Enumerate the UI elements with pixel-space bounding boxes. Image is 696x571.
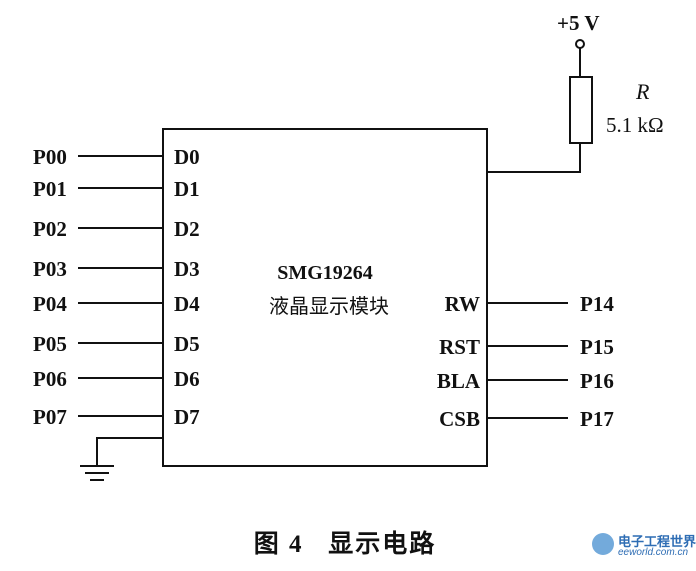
pin-label: D1 <box>174 177 200 201</box>
module-description: 液晶显示模块 <box>269 295 389 318</box>
port-label: P03 <box>33 257 67 281</box>
figure-caption: 图 4 显示电路 <box>254 530 437 558</box>
pin-label: D5 <box>174 332 200 356</box>
port-label: P06 <box>33 367 67 391</box>
port-label: P02 <box>33 217 67 241</box>
pin-label: D2 <box>174 217 200 241</box>
pin-label: RST <box>439 335 480 359</box>
watermark-brand: 电子工程世界 <box>618 534 696 549</box>
watermark-site: eeworld.com.cn <box>618 547 689 558</box>
resistor-name: R <box>635 79 650 104</box>
wire-ground <box>96 437 163 466</box>
pin-label: D4 <box>174 292 200 316</box>
port-label: P05 <box>33 332 67 356</box>
port-label: P16 <box>580 369 614 393</box>
port-label: P00 <box>33 145 67 169</box>
port-label: P14 <box>580 292 614 316</box>
pin-label: D7 <box>174 405 200 429</box>
vcc-terminal <box>575 39 585 49</box>
module-part-number: SMG19264 <box>277 262 373 284</box>
pin-label: D3 <box>174 257 200 281</box>
port-label: P07 <box>33 405 67 429</box>
port-label: P01 <box>33 177 67 201</box>
lcd-module-box <box>162 128 488 467</box>
pin-label: RW <box>445 292 480 316</box>
watermark: 电子工程世界 eeworld.com.cn <box>592 531 696 565</box>
pin-label: D6 <box>174 367 200 391</box>
wire-resistor-module <box>487 143 581 173</box>
pin-label: BLA <box>437 369 481 393</box>
port-label: P04 <box>33 292 67 316</box>
pin-label: CSB <box>439 407 480 431</box>
eeworld-logo-icon <box>592 533 614 555</box>
pin-label: D0 <box>174 145 200 169</box>
resistor-symbol <box>569 76 593 144</box>
port-label: P15 <box>580 335 614 359</box>
port-label: P17 <box>580 407 614 431</box>
resistor-value: 5.1 kΩ <box>606 113 664 137</box>
vcc-label: +5 V <box>557 11 600 35</box>
